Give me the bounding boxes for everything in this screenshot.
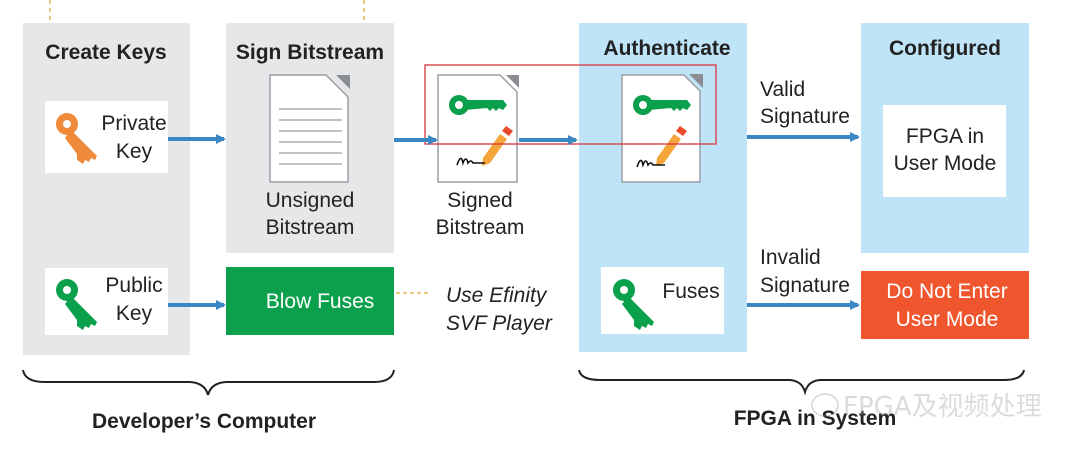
valid-signature-label: Valid (760, 78, 805, 101)
user-mode-label: User Mode (894, 152, 997, 175)
unsigned-document-icon (269, 74, 350, 183)
public-key-icon (56, 279, 97, 330)
watermark: FPGA及视频处理 (811, 392, 1042, 422)
developer-computer-label: Developer’s Computer (92, 410, 316, 433)
fpga-brace (578, 369, 1025, 396)
signed-document-icon (437, 74, 519, 183)
do-not-enter-label: User Mode (896, 308, 999, 331)
create-keys-title: Create Keys (45, 41, 166, 64)
blow-fuses-label: Blow Fuses (266, 290, 375, 313)
private-key-box (45, 101, 168, 173)
user-mode-label: FPGA in (906, 125, 984, 148)
configured-title: Configured (889, 37, 1001, 60)
signed-document-icon (621, 74, 703, 183)
wechat-icon (811, 393, 839, 417)
fpga-in-system-label: FPGA in System (734, 407, 897, 430)
fuses-key-icon (613, 279, 654, 330)
authenticate-title: Authenticate (603, 37, 730, 60)
public-key-label: Key (116, 302, 153, 325)
invalid-signature-label: Signature (760, 274, 850, 297)
svf-player-note: Use Efinity (446, 284, 548, 307)
developer-brace (22, 369, 395, 396)
invalid-signature-label: Invalid (760, 246, 821, 269)
private-key-label: Key (116, 140, 153, 163)
valid-signature-label: Signature (760, 105, 850, 128)
unsigned-bitstream-label: Bitstream (266, 216, 355, 239)
signed-bitstream-label: Signed (447, 189, 512, 212)
watermark-text: FPGA及视频处理 (843, 392, 1042, 422)
user-mode-box (883, 105, 1006, 197)
public-key-label: Public (105, 274, 162, 297)
private-key-icon (56, 113, 97, 164)
sign-bitstream-title: Sign Bitstream (236, 41, 384, 64)
unsigned-bitstream-label: Unsigned (266, 189, 355, 212)
svf-player-note: SVF Player (446, 312, 553, 335)
do-not-enter-box (861, 271, 1029, 339)
fuses-label: Fuses (662, 280, 719, 303)
blow-fuses-box (226, 267, 394, 335)
do-not-enter-label: Do Not Enter (886, 280, 1007, 303)
private-key-label: Private (101, 112, 166, 135)
signed-bitstream-label: Bitstream (436, 216, 525, 239)
